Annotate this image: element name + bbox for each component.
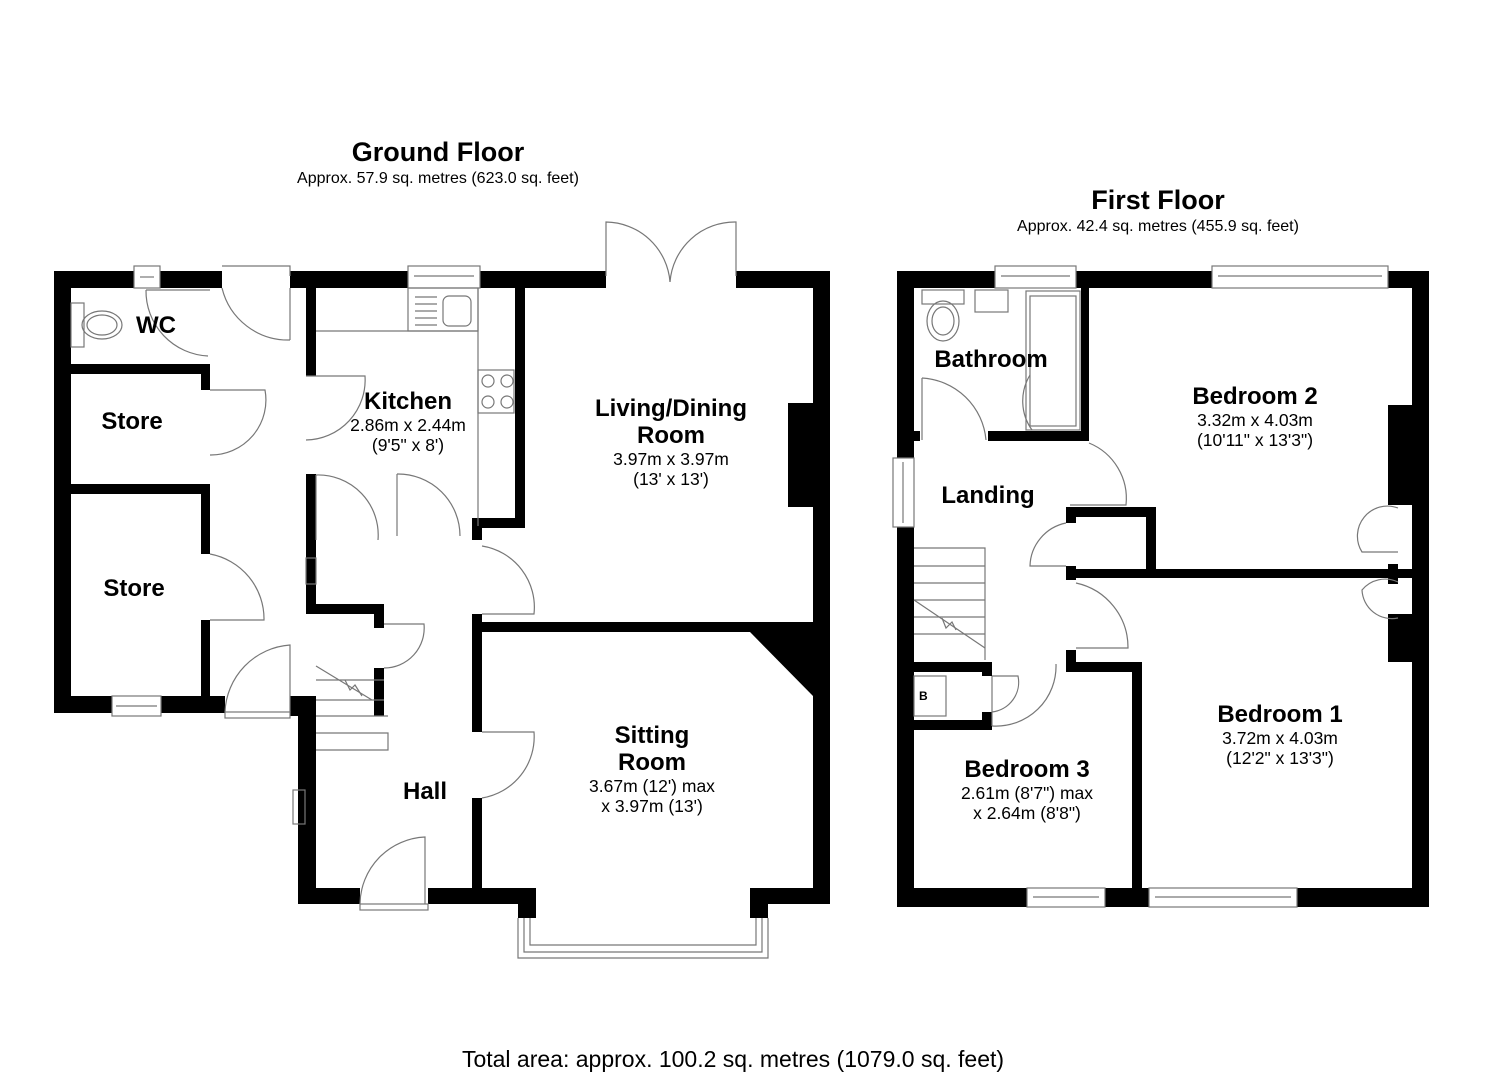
room-label-living-dining-1: Living/Dining [595, 395, 747, 422]
room-dimensions-sitting-1: 3.67m (12') max [589, 776, 715, 796]
room-dimensions-living-metric: 3.97m x 3.97m [613, 449, 729, 469]
room-label-landing: Landing [941, 482, 1035, 509]
room-bedroom-1: Bedroom 1 3.72m x 4.03m (12'2" x 13'3") [1190, 701, 1370, 768]
room-bedroom-3: Bedroom 3 2.61m (8'7") max x 2.64m (8'8"… [932, 756, 1122, 823]
room-label-sitting-1: Sitting [614, 722, 690, 749]
room-dimensions-bedroom-3-2: x 2.64m (8'8") [973, 803, 1081, 823]
first-floor-area: Approx. 42.4 sq. metres (455.9 sq. feet) [1017, 218, 1299, 235]
room-dimensions-kitchen-metric: 2.86m x 2.44m [350, 415, 466, 435]
room-dimensions-bedroom-3-1: 2.61m (8'7") max [960, 783, 1094, 803]
first-floor-walls [897, 271, 1429, 907]
first-floor-title: First Floor [1091, 185, 1225, 215]
room-sitting: Sitting Room 3.67m (12') max x 3.97m (13… [552, 722, 752, 816]
room-label-bedroom-2: Bedroom 2 [1192, 383, 1318, 410]
room-label-store-lower: Store [103, 575, 165, 602]
room-dimensions-bedroom-2-metric: 3.32m x 4.03m [1197, 410, 1313, 430]
room-dimensions-bedroom-2-imperial: (10'11" x 13'3") [1196, 430, 1314, 450]
room-kitchen: Kitchen 2.86m x 2.44m (9'5" x 8') [328, 388, 488, 455]
room-dimensions-bedroom-1-imperial: (12'2" x 13'3") [1226, 748, 1334, 768]
room-label-hall: Hall [402, 778, 447, 805]
boiler-label: B [919, 689, 928, 703]
ground-floor-walls [54, 271, 830, 918]
room-label-wc: WC [136, 312, 176, 339]
room-dimensions-living-imperial: (13' x 13') [633, 469, 709, 489]
room-dimensions-kitchen-imperial: (9'5" x 8') [371, 435, 445, 455]
room-label-living-dining-2: Room [637, 422, 705, 449]
room-label-bathroom: Bathroom [934, 346, 1048, 373]
room-label-bedroom-1: Bedroom 1 [1217, 701, 1343, 728]
total-area: Total area: approx. 100.2 sq. metres (10… [461, 1046, 1005, 1072]
room-dimensions-sitting-2: x 3.97m (13') [601, 796, 703, 816]
ground-floor-title: Ground Floor [351, 137, 525, 167]
room-label-sitting-2: Room [618, 749, 686, 776]
ground-floor-fixtures [70, 221, 769, 959]
room-label-bedroom-3: Bedroom 3 [964, 756, 1090, 783]
first-floor-fixtures [892, 265, 1399, 908]
room-dimensions-bedroom-1-metric: 3.72m x 4.03m [1222, 728, 1338, 748]
ground-floor-header: Ground Floor Approx. 57.9 sq. metres (62… [278, 139, 598, 187]
room-living-dining: Living/Dining Room 3.97m x 3.97m (13' x … [571, 395, 771, 489]
first-floor-header: First Floor Approx. 42.4 sq. metres (455… [998, 187, 1318, 235]
room-label-store-upper: Store [101, 408, 163, 435]
room-label-kitchen: Kitchen [363, 388, 452, 415]
ground-floor-area: Approx. 57.9 sq. metres (623.0 sq. feet) [297, 170, 579, 187]
room-bedroom-2: Bedroom 2 3.32m x 4.03m (10'11" x 13'3") [1165, 383, 1345, 450]
